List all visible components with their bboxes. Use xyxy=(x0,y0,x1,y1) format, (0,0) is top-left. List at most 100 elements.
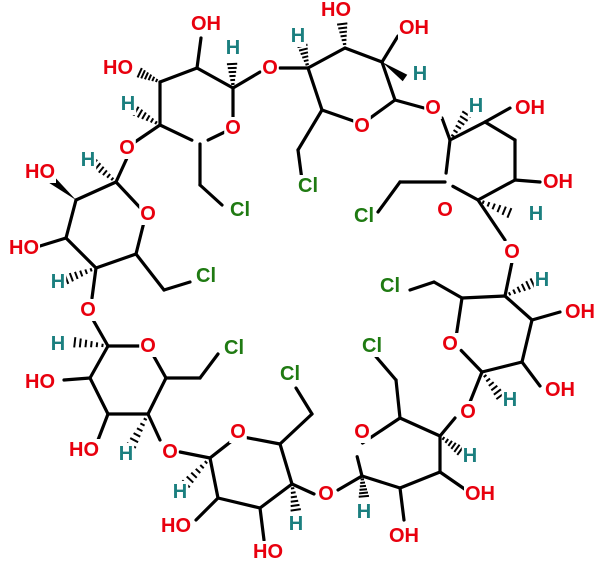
unit-4-ch2 xyxy=(408,280,436,292)
unit-5-h xyxy=(441,436,465,456)
unit-1-h2 xyxy=(132,106,158,125)
label-background xyxy=(161,441,179,463)
label-background xyxy=(229,421,247,443)
unit-1-ch2 xyxy=(198,183,224,207)
hash-stroke xyxy=(149,117,155,123)
unit-7-ch2 xyxy=(198,352,220,380)
hash-stroke xyxy=(450,442,457,450)
label-background xyxy=(501,389,519,411)
hash-stroke xyxy=(136,427,143,433)
unit-8-ring-bond xyxy=(114,180,142,210)
label-background xyxy=(68,439,100,461)
hash-stroke xyxy=(493,388,502,396)
unit-3-ring-bond xyxy=(444,138,452,175)
unit-3-ring-bond xyxy=(448,120,487,142)
hash-stroke xyxy=(140,69,146,79)
unit-2-ring-bond xyxy=(367,98,397,121)
unit-3-oh xyxy=(483,106,512,124)
hydrogen: H xyxy=(51,271,65,293)
label-background xyxy=(355,501,373,523)
hash-stroke xyxy=(452,129,459,134)
unit-3-h2 xyxy=(481,200,513,219)
hash-stroke xyxy=(359,484,367,488)
unit-5-oh xyxy=(438,470,468,492)
hash-stroke xyxy=(501,206,507,216)
hash-stroke xyxy=(441,436,446,441)
hash-stroke xyxy=(359,488,368,491)
label-background xyxy=(223,337,245,359)
unit-3-ring-bond xyxy=(483,120,517,142)
hydroxyl: OH xyxy=(515,97,545,119)
unit-2-oh xyxy=(336,22,348,46)
hydrogen: H xyxy=(173,481,187,503)
unit-2-h2 xyxy=(382,62,408,82)
hydroxyl: HO xyxy=(103,57,133,79)
unit-8-ch2 xyxy=(162,280,192,292)
hydroxyl: OH xyxy=(389,525,419,547)
ring-oxygen: O xyxy=(442,333,458,355)
glycosidic-oxygen: O xyxy=(80,299,96,321)
label-background xyxy=(49,333,67,355)
label-background xyxy=(353,115,371,137)
hash-stroke xyxy=(358,494,370,498)
hash-stroke xyxy=(457,119,465,126)
unit-2-o-bridge xyxy=(393,98,426,110)
unit-7-ring-bond xyxy=(150,352,168,380)
hydrogen: H xyxy=(291,25,305,47)
unit-5-c6 xyxy=(394,378,402,420)
ring-oxygen: O xyxy=(437,199,453,221)
label-background xyxy=(287,513,305,535)
unit-1-ring-bond xyxy=(158,66,199,84)
unit-2-h xyxy=(297,43,309,66)
unit-4-h xyxy=(507,277,536,296)
unit-5-oh2 xyxy=(398,486,406,522)
label-background xyxy=(171,481,189,503)
unit-6-oh2 xyxy=(258,506,266,542)
glycosidic-oxygen: O xyxy=(119,137,135,159)
chlorine: Cl xyxy=(380,275,400,297)
hash-stroke xyxy=(290,495,298,499)
glycosidic-oxygen: O xyxy=(162,441,178,463)
hash-stroke xyxy=(302,55,309,59)
glycosidic-oxygen: O xyxy=(425,97,441,119)
hash-stroke xyxy=(512,289,517,295)
unit-6-ch2 xyxy=(294,386,314,416)
unit-3-h xyxy=(450,110,472,138)
label-background xyxy=(514,97,546,119)
glycosidic-oxygen: O xyxy=(504,241,520,263)
hash-stroke xyxy=(453,444,461,453)
hash-stroke xyxy=(90,340,93,348)
hash-stroke xyxy=(290,499,299,503)
unit-7-oh xyxy=(62,376,92,382)
hydroxyl: HO xyxy=(9,237,39,259)
unit-7-ring-bond xyxy=(146,376,168,416)
unit-4-ring-bond xyxy=(454,296,464,337)
ring-oxygen: O xyxy=(354,115,370,137)
hash-stroke xyxy=(133,432,141,438)
hash-stroke xyxy=(129,437,139,444)
hydroxyl: HO xyxy=(253,541,283,563)
unit-1-oh-bond xyxy=(195,36,203,70)
unit-4-h2 xyxy=(483,374,506,400)
unit-1-o-bridge xyxy=(231,70,262,90)
hydrogen: H xyxy=(289,513,303,535)
hash-stroke xyxy=(444,438,449,444)
hydrogen: H xyxy=(51,333,65,355)
hydroxyl: OH xyxy=(399,17,429,39)
hash-stroke xyxy=(336,22,348,26)
hash-stroke xyxy=(106,173,111,179)
unit-6-oh xyxy=(194,496,220,522)
label-background xyxy=(79,149,97,171)
hydrogen: H xyxy=(413,63,427,85)
hash-stroke xyxy=(143,72,149,80)
unit-5-link xyxy=(438,416,457,438)
hydroxyl: HO xyxy=(161,515,191,537)
unit-3-ring-bond xyxy=(476,178,517,202)
label-background xyxy=(224,117,242,139)
unit-3-ring-bond xyxy=(451,184,480,202)
unit-8-link xyxy=(114,156,129,184)
hash-stroke xyxy=(155,78,159,83)
label-background xyxy=(441,333,459,355)
